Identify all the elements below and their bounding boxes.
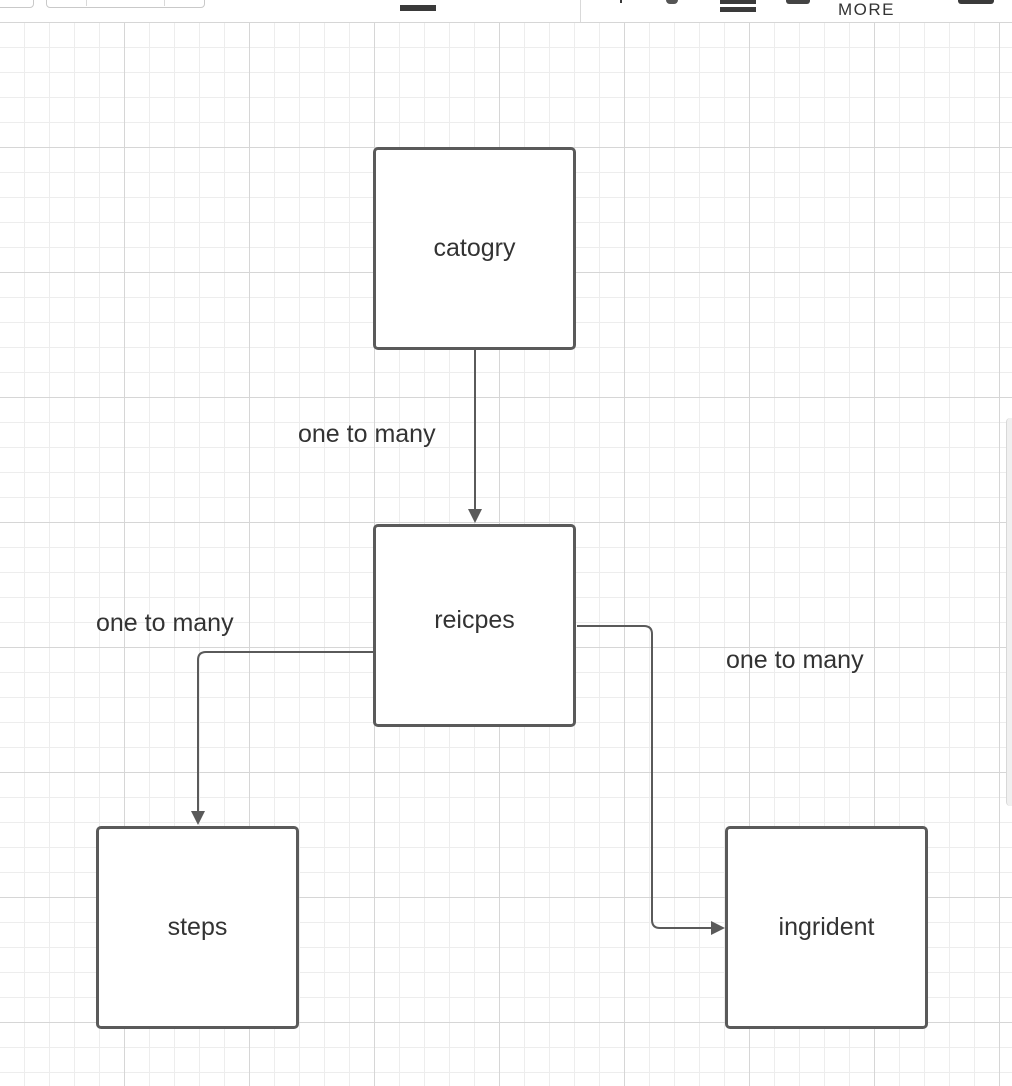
entity-category-box[interactable]: catogry — [373, 147, 576, 350]
line-weight-icon[interactable] — [400, 5, 436, 11]
entity-label: ingrident — [778, 913, 875, 941]
connector-recipes-steps[interactable] — [191, 651, 374, 825]
toolbar-group-divider — [86, 0, 87, 6]
toolbar-button-left[interactable] — [0, 0, 34, 8]
more-button[interactable]: MORE — [838, 0, 895, 19]
text-cursor-icon[interactable] — [620, 0, 622, 3]
relationship-label-recipes-ingredient[interactable]: one to many — [726, 646, 864, 674]
entity-label: reicpes — [434, 606, 515, 634]
entity-ingredient-box[interactable]: ingrident — [725, 826, 928, 1029]
toolbar: MORE — [0, 0, 1012, 22]
line-style-icon[interactable] — [720, 0, 756, 4]
entity-recipes-box[interactable]: reicpes — [373, 524, 576, 727]
entity-label: catogry — [433, 234, 516, 262]
entity-label: steps — [167, 913, 228, 941]
link-icon[interactable] — [666, 0, 678, 4]
shape-style-icon[interactable] — [786, 0, 810, 4]
entity-steps-box[interactable]: steps — [96, 826, 299, 1029]
relationship-label-category-recipes[interactable]: one to many — [298, 420, 436, 448]
line-style-icon-bottom — [720, 7, 756, 12]
toolbar-divider — [580, 0, 581, 22]
relationship-label-recipes-steps[interactable]: one to many — [96, 609, 234, 637]
connector-recipes-ingredient[interactable] — [577, 625, 725, 935]
panel-toggle-icon[interactable] — [958, 0, 994, 4]
toolbar-group-divider — [164, 0, 165, 6]
side-panel-handle[interactable] — [1006, 418, 1012, 806]
toolbar-button-group[interactable] — [46, 0, 205, 8]
